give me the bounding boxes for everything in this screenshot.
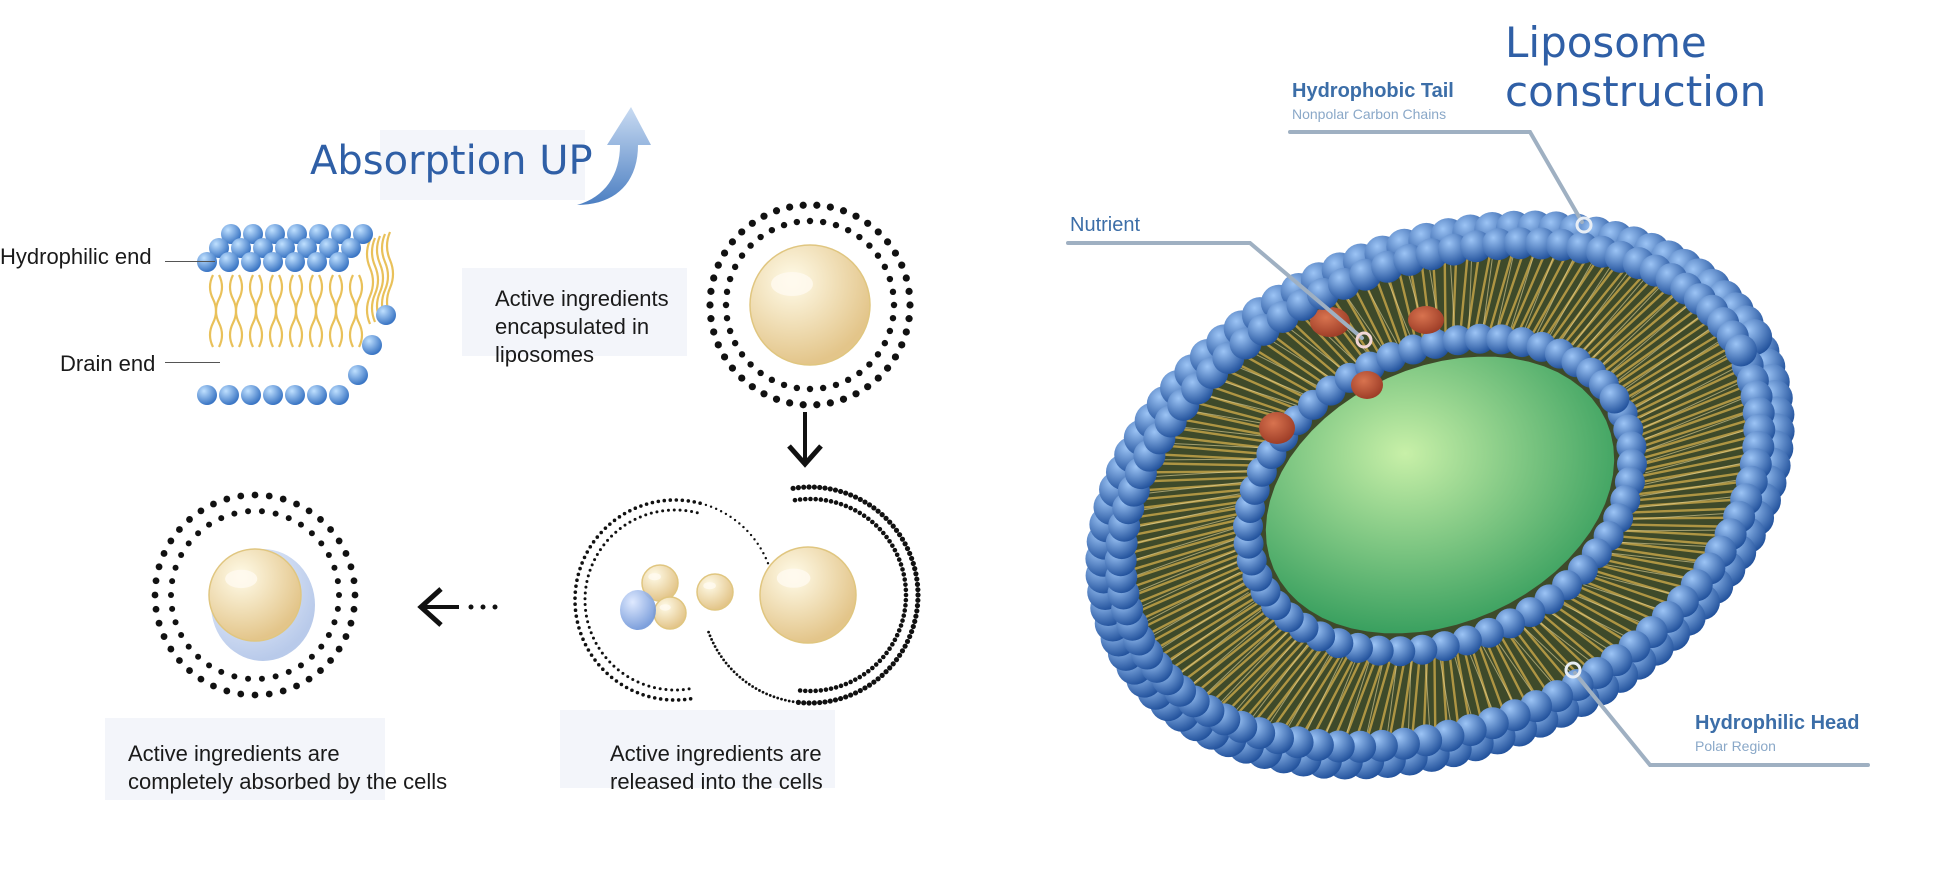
drain-end-leader	[165, 362, 220, 363]
up-arrow-icon	[577, 107, 651, 205]
absorbed-line-2: completely absorbed by the cells	[128, 769, 448, 794]
liposome-cross-section-diagram	[1085, 210, 1795, 780]
absorption-title-bg	[380, 130, 585, 200]
encapsulated-text-panel	[462, 268, 687, 356]
liposome-title: Liposome construction	[1505, 18, 1767, 116]
encapsulated-line-3: liposomes	[495, 342, 595, 367]
encapsulated-text: Active ingredients encapsulated in lipos…	[495, 285, 669, 369]
encapsulated-line-2: encapsulated in	[495, 314, 650, 339]
arrow-left-dotted-icon	[417, 587, 498, 627]
released-line-2: released into the cells	[610, 769, 823, 794]
hydrophobic-tail-label: Hydrophobic Tail	[1292, 80, 1454, 102]
absorbed-line-1: Active ingredients are	[128, 741, 340, 766]
released-text: Active ingredients are released into the…	[610, 740, 823, 796]
hydrophilic-head-sublabel: Polar Region	[1695, 738, 1776, 754]
tail-leader-dot	[1575, 216, 1593, 234]
head-leader-line	[1573, 671, 1870, 767]
drain-end-label: Drain end	[60, 351, 156, 376]
absorption-title: Absorption UP	[310, 138, 593, 184]
nutrient-leader-line	[1066, 241, 1364, 340]
nutrient-leader-dot	[1355, 331, 1373, 349]
nutrient-label: Nutrient	[1070, 214, 1141, 236]
arrow-down-icon	[787, 412, 823, 468]
absorbed-text: Active ingredients are completely absorb…	[128, 740, 447, 796]
absorbed-cell-icon	[151, 491, 359, 699]
hydrophilic-head-label: Hydrophilic Head	[1695, 712, 1860, 734]
tail-leader-line	[1288, 130, 1584, 224]
encapsulated-liposome-icon	[706, 201, 914, 409]
lipid-bilayer-diagram	[197, 224, 396, 405]
released-line-1: Active ingredients are	[610, 741, 822, 766]
head-leader-dot	[1564, 661, 1582, 679]
absorbed-text-panel	[105, 718, 385, 800]
hydrophilic-end-leader	[165, 261, 215, 262]
encapsulated-line-1: Active ingredients	[495, 286, 669, 311]
released-text-panel	[560, 710, 835, 788]
releasing-liposome-icon	[573, 484, 921, 706]
hydrophobic-tail-sublabel: Nonpolar Carbon Chains	[1292, 106, 1447, 122]
hydrophilic-end-label: Hydrophilic end	[0, 244, 152, 269]
